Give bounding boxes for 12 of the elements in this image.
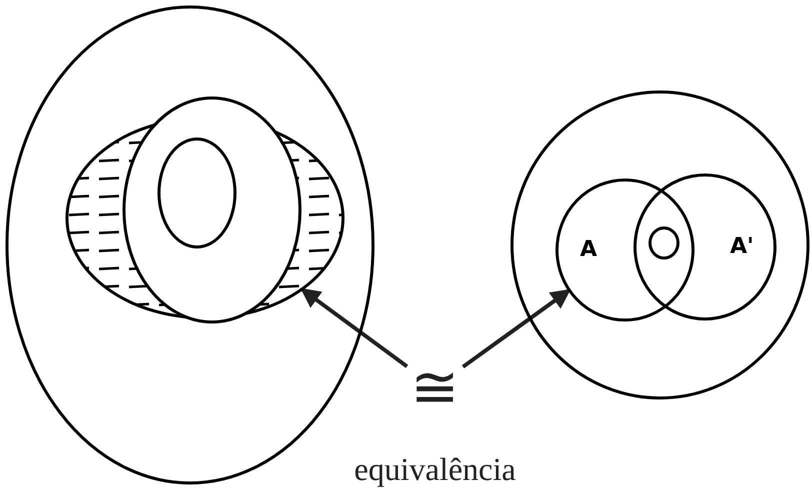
inner-oval xyxy=(157,137,237,249)
outer-circle xyxy=(510,90,810,400)
middle-ellipse xyxy=(122,96,302,324)
set-label: A' xyxy=(730,236,754,258)
arrow xyxy=(462,288,571,368)
arrow xyxy=(300,288,408,368)
set-circle xyxy=(633,173,777,321)
symbol-label: ≅ xyxy=(410,354,460,420)
small-circle xyxy=(648,226,680,260)
caption: equivalência xyxy=(353,452,517,488)
set-label: A xyxy=(580,239,598,261)
set-circle xyxy=(555,178,695,322)
